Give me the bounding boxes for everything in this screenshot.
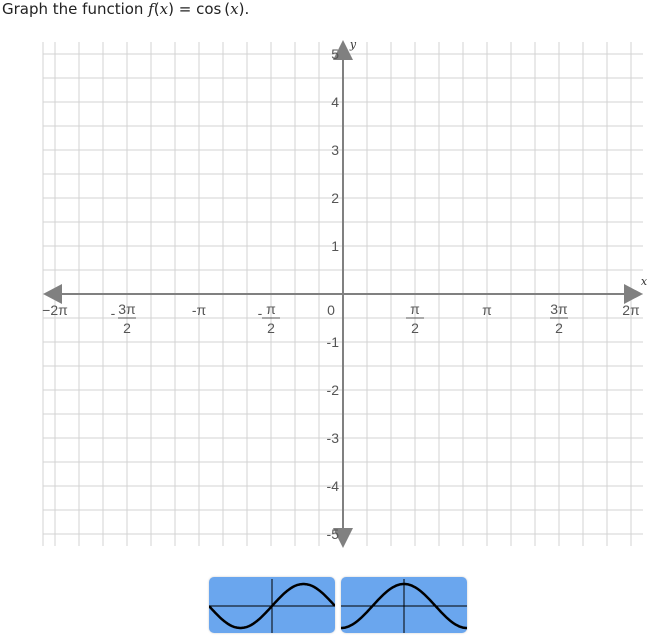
x-tick-label: -π xyxy=(192,302,207,318)
problem-prompt: Graph the function f(x) = cos (x). xyxy=(2,0,250,18)
x-tick-label: 0 xyxy=(327,302,335,318)
y-axis-label: y xyxy=(349,38,357,51)
x-tick-numerator: 3π xyxy=(550,301,568,317)
x-tick-label: −2π xyxy=(42,302,68,318)
y-tick-label: 2 xyxy=(331,190,339,206)
prompt-text: Graph the function xyxy=(2,0,149,18)
y-tick-label: 4 xyxy=(331,94,339,110)
x-tick-minus: - xyxy=(111,305,116,321)
x-tick-denominator: 2 xyxy=(555,320,563,336)
x-tick-numerator: π xyxy=(410,301,420,317)
axes xyxy=(43,40,643,548)
function-name: f xyxy=(148,0,154,18)
x-tick-label: π xyxy=(482,302,492,318)
cosine-wave-icon xyxy=(341,579,467,633)
function-arg: x xyxy=(159,0,169,18)
x-tick-denominator: 2 xyxy=(123,320,131,336)
y-tick-label: 3 xyxy=(331,142,339,158)
cosine-shape-button[interactable] xyxy=(341,577,467,633)
x-tick-denominator: 2 xyxy=(411,320,419,336)
x-tick-label: 2π xyxy=(622,302,640,318)
cos-arg: x xyxy=(230,0,239,18)
y-tick-label: -1 xyxy=(327,334,340,350)
x-tick-minus: - xyxy=(258,305,263,321)
y-tick-label: 1 xyxy=(331,238,339,254)
x-tick-numerator: π xyxy=(266,301,276,317)
y-tick-label: -4 xyxy=(327,478,340,494)
sine-wave-icon xyxy=(208,579,336,633)
sine-shape-button[interactable] xyxy=(208,577,336,633)
y-tick-label: 5 xyxy=(331,46,339,62)
x-tick-numerator: 3π xyxy=(118,301,136,317)
x-tick-denominator: 2 xyxy=(267,320,275,336)
y-tick-label: -2 xyxy=(327,382,340,398)
y-tick-label: -3 xyxy=(327,430,340,446)
x-axis-label: x xyxy=(641,275,648,288)
y-axis-up-arrow xyxy=(333,40,353,60)
y-axis-down-arrow xyxy=(333,528,353,548)
prompt-cos: = cos ( xyxy=(173,0,231,18)
prompt-end: ). xyxy=(238,0,250,18)
y-tick-label: -5 xyxy=(327,526,340,542)
x-axis-left-arrow xyxy=(43,284,62,304)
x-axis-right-arrow xyxy=(624,284,643,304)
